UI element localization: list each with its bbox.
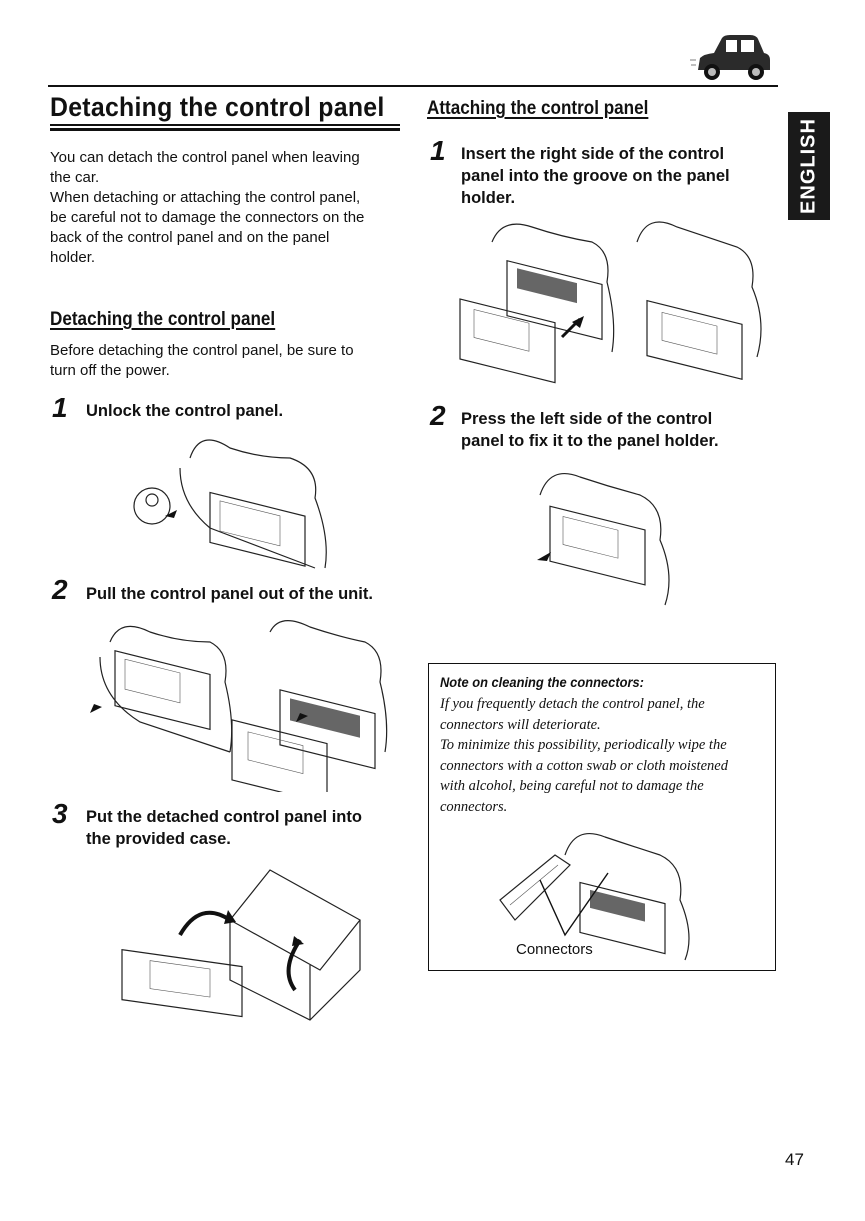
note-line: To minimize this possibility, periodical…	[440, 737, 727, 753]
pre-line: Before detaching the control panel, be s…	[50, 342, 354, 359]
intro-line: the car.	[50, 169, 100, 186]
intro-paragraph: You can detach the control panel when le…	[50, 148, 400, 268]
step-line: the provided case.	[86, 830, 231, 848]
step-number: 3	[52, 798, 68, 829]
step-line: Unlock the control panel.	[86, 402, 284, 420]
pre-detach-note: Before detaching the control panel, be s…	[50, 341, 400, 381]
pre-line: turn off the power.	[50, 362, 170, 379]
intro-line: You can detach the control panel when le…	[50, 149, 360, 166]
note-box	[428, 663, 776, 971]
note-line: connectors with a cotton swab or cloth m…	[440, 757, 728, 774]
note-line: connectors will deteriorate.	[440, 716, 601, 733]
step-line: Insert the right side of the control	[461, 145, 725, 163]
language-tab-label: ENGLISH	[797, 118, 820, 214]
title-underline-thick	[50, 128, 400, 131]
note-line: connectors.	[440, 798, 508, 815]
language-tab[interactable]: ENGLISH	[788, 112, 830, 220]
step-text: Unlock the control panel.	[86, 400, 283, 422]
note-text: If you frequently detach the control pan…	[440, 694, 770, 817]
step-line: Pull the control panel out of the unit.	[86, 585, 373, 603]
connectors-callout: Connectors	[516, 941, 593, 958]
step-number: 1	[52, 392, 68, 423]
subheading-attaching: Attaching the control panel	[427, 98, 649, 119]
step-text: Pull the control panel out of the unit.	[86, 583, 373, 605]
step-line: Put the detached control panel into	[86, 808, 362, 826]
unlock-illustration	[133, 439, 327, 569]
page-title: Detaching the control panel	[50, 92, 385, 122]
step-text: Press the left side of the control panel…	[461, 408, 771, 452]
intro-line: back of the control panel and on the pan…	[50, 229, 330, 246]
connectors-illustration	[499, 833, 690, 961]
page-number: 47	[785, 1150, 804, 1169]
note-line: If you frequently detach the control pan…	[440, 696, 705, 712]
case-illustration	[121, 869, 361, 1021]
step-line: holder.	[461, 189, 516, 207]
intro-line: be careful not to damage the connectors …	[50, 209, 365, 226]
title-underline	[50, 124, 400, 126]
intro-line: When detaching or attaching the control …	[50, 189, 361, 206]
step-number: 2	[52, 574, 68, 605]
car-icon	[690, 35, 770, 80]
subheading-detaching: Detaching the control panel	[50, 309, 276, 330]
step-number: 2	[430, 400, 446, 431]
step-text: Put the detached control panel into the …	[86, 806, 362, 850]
press-left-illustration	[537, 473, 670, 606]
insert-right-illustration	[459, 221, 762, 384]
intro-line: holder.	[50, 249, 96, 266]
step-line: Press the left side of the control	[461, 410, 713, 428]
step-line: panel to fix it to the panel holder.	[461, 432, 719, 450]
step-line: panel into the groove on the panel	[461, 167, 730, 185]
step-number: 1	[430, 135, 446, 166]
note-title: Note on cleaning the connectors:	[440, 674, 644, 690]
step-text: Insert the right side of the control pan…	[461, 143, 771, 209]
header-rule	[48, 85, 778, 87]
pull-out-illustration	[90, 620, 388, 792]
note-line: with alcohol, being careful not to damag…	[440, 778, 704, 794]
